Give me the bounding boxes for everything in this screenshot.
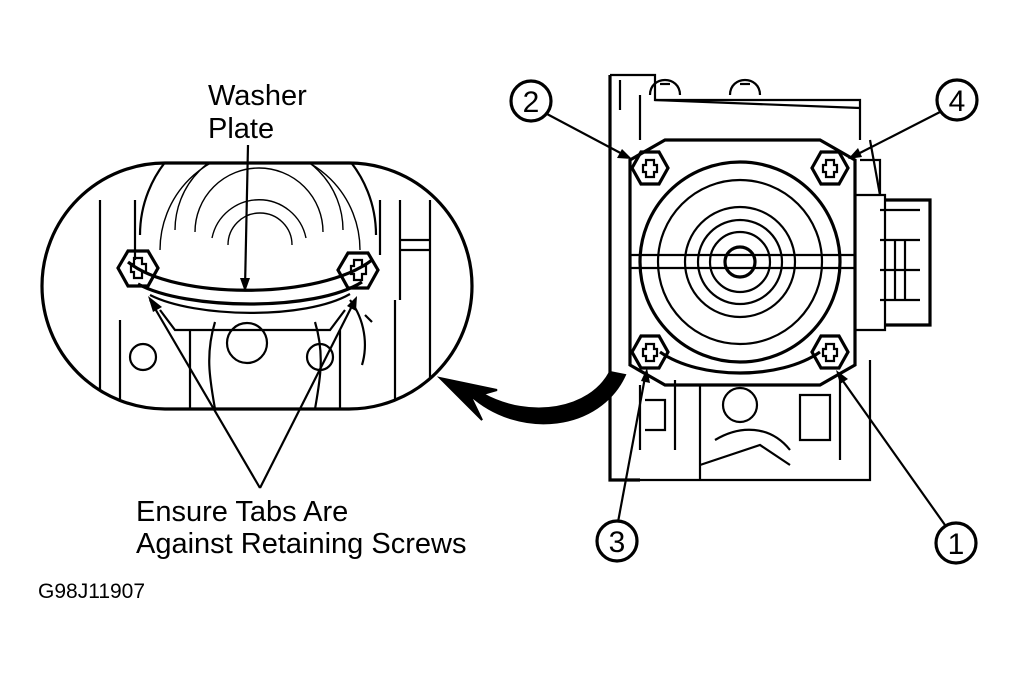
callout-1-label: 1 <box>948 528 965 561</box>
callout-1-arrowhead <box>836 370 848 384</box>
callout-3-label: 3 <box>609 526 626 559</box>
callout-4-arrowhead <box>848 148 862 159</box>
figure-code: G98J11907 <box>38 580 146 603</box>
pump-view <box>608 73 932 482</box>
washer-plate-label: Washer Plate <box>208 80 307 146</box>
pump-screw-4 <box>810 150 850 186</box>
callout-2-arrowhead <box>617 149 632 159</box>
tabs-note-line1: Ensure Tabs Are <box>136 496 349 528</box>
callout-4-leader <box>851 111 941 158</box>
detail-screw-left <box>116 249 160 288</box>
washer-plate-label-line2: Plate <box>208 113 275 145</box>
callout-1: 1 <box>934 521 978 565</box>
callout-1-leader <box>837 373 946 526</box>
tab-leader-right <box>259 299 356 489</box>
pump-screw-2 <box>630 150 670 186</box>
pump-screw-1 <box>810 334 850 370</box>
callout-2-leader <box>546 113 629 158</box>
callout-2: 2 <box>509 79 553 123</box>
washer-plate-leader <box>243 144 250 289</box>
tab-leader-left <box>149 299 261 489</box>
callout-3-leader <box>616 371 648 523</box>
callout-3: 3 <box>595 519 639 563</box>
callout-2-label: 2 <box>523 86 540 119</box>
washer-plate-label-line1: Washer <box>208 80 307 112</box>
callout-4: 4 <box>935 78 979 122</box>
tabs-note: Ensure Tabs Are Against Retaining Screws <box>136 496 466 560</box>
callout-3-arrowhead <box>641 368 650 383</box>
tabs-note-line2: Against Retaining Screws <box>136 528 467 560</box>
tab-arrowhead-right <box>347 296 357 311</box>
curved-arrow <box>436 370 627 425</box>
detail-view <box>40 161 474 411</box>
tab-arrowhead-left <box>148 296 162 312</box>
washer-plate-arrowhead <box>240 278 250 292</box>
detail-screw-right <box>336 251 380 290</box>
pump-screw-3 <box>630 334 670 370</box>
callout-4-label: 4 <box>949 85 966 118</box>
